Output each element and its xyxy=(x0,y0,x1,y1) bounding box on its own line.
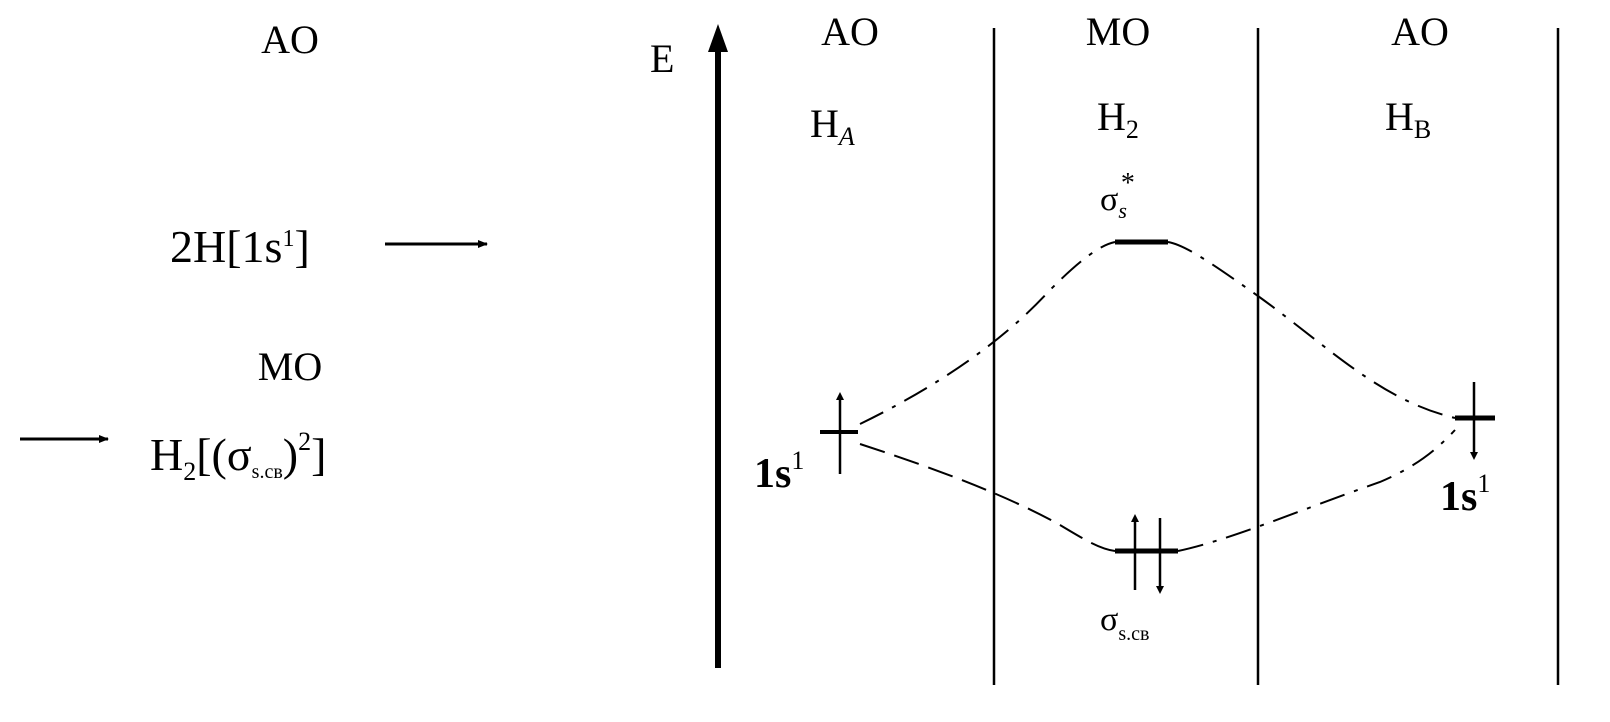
antibonding-superscript: * xyxy=(1121,168,1135,199)
product-power: 2 xyxy=(298,427,311,456)
energy-axis-label: E xyxy=(650,36,674,81)
reactant-formula-prefix: 2H[1s xyxy=(170,221,282,272)
ao-right-label-superscript: 1 xyxy=(1477,469,1490,498)
atom-label-ha-main: H xyxy=(810,101,839,146)
product-h-subscript: 2 xyxy=(183,457,196,486)
bonding-subscript: s.св xyxy=(1118,623,1149,645)
product-close-paren: ) xyxy=(283,429,298,480)
product-open: [(σ xyxy=(196,429,252,480)
atom-label-ha-sub: A xyxy=(837,122,855,151)
product-orbital-subscript: s.св xyxy=(252,461,283,483)
ao-right-label: 1s1 xyxy=(1440,469,1490,520)
svg-text:H2[(σs.св)2]: H2[(σs.св)2] xyxy=(150,427,326,486)
product-h: H xyxy=(150,429,183,480)
correlation-line-left-to-antibonding xyxy=(859,241,1116,425)
atom-label-ha: HA xyxy=(810,101,855,151)
column-header-right-ao: AO xyxy=(1391,9,1449,54)
correlation-line-bonding-to-right xyxy=(1177,429,1456,552)
left-mo-header: MO xyxy=(258,344,322,389)
antibonding-symbol: σ xyxy=(1100,181,1118,218)
atom-label-hb-sub: B xyxy=(1414,115,1431,144)
product-formula: H2[(σs.св)2] xyxy=(20,427,326,486)
correlation-line-antibonding-to-right xyxy=(1167,241,1456,419)
svg-text:2H[1s1]: 2H[1s1] xyxy=(170,221,310,272)
product-close: ] xyxy=(311,429,326,480)
ao-right-label-base: 1s xyxy=(1440,474,1477,520)
column-header-left-ao: AO xyxy=(821,9,879,54)
energy-axis-arrowhead xyxy=(708,24,728,52)
reactant-formula-suffix: ] xyxy=(294,221,309,272)
molecule-label-h2-sub: 2 xyxy=(1126,115,1139,144)
bonding-label: σs.св xyxy=(1100,601,1149,645)
atom-label-hb-main: H xyxy=(1385,94,1414,139)
atom-label-hb: HB xyxy=(1385,94,1431,144)
molecule-label-h2-main: H xyxy=(1097,94,1126,139)
ao-left-label-superscript: 1 xyxy=(791,446,804,475)
reactant-formula: 2H[1s1] xyxy=(170,221,488,272)
ao-left-label-base: 1s xyxy=(754,451,791,497)
correlation-line-left-to-bonding xyxy=(859,443,1116,552)
bonding-symbol: σ xyxy=(1100,601,1118,638)
left-ao-header: AO xyxy=(261,17,319,62)
molecule-label-h2: H2 xyxy=(1097,94,1139,144)
column-header-mo: MO xyxy=(1086,9,1150,54)
reactant-formula-superscript: 1 xyxy=(282,226,294,252)
antibonding-label: σs* xyxy=(1100,168,1135,223)
ao-left-label: 1s1 xyxy=(754,446,804,497)
antibonding-subscript: s xyxy=(1118,198,1127,223)
